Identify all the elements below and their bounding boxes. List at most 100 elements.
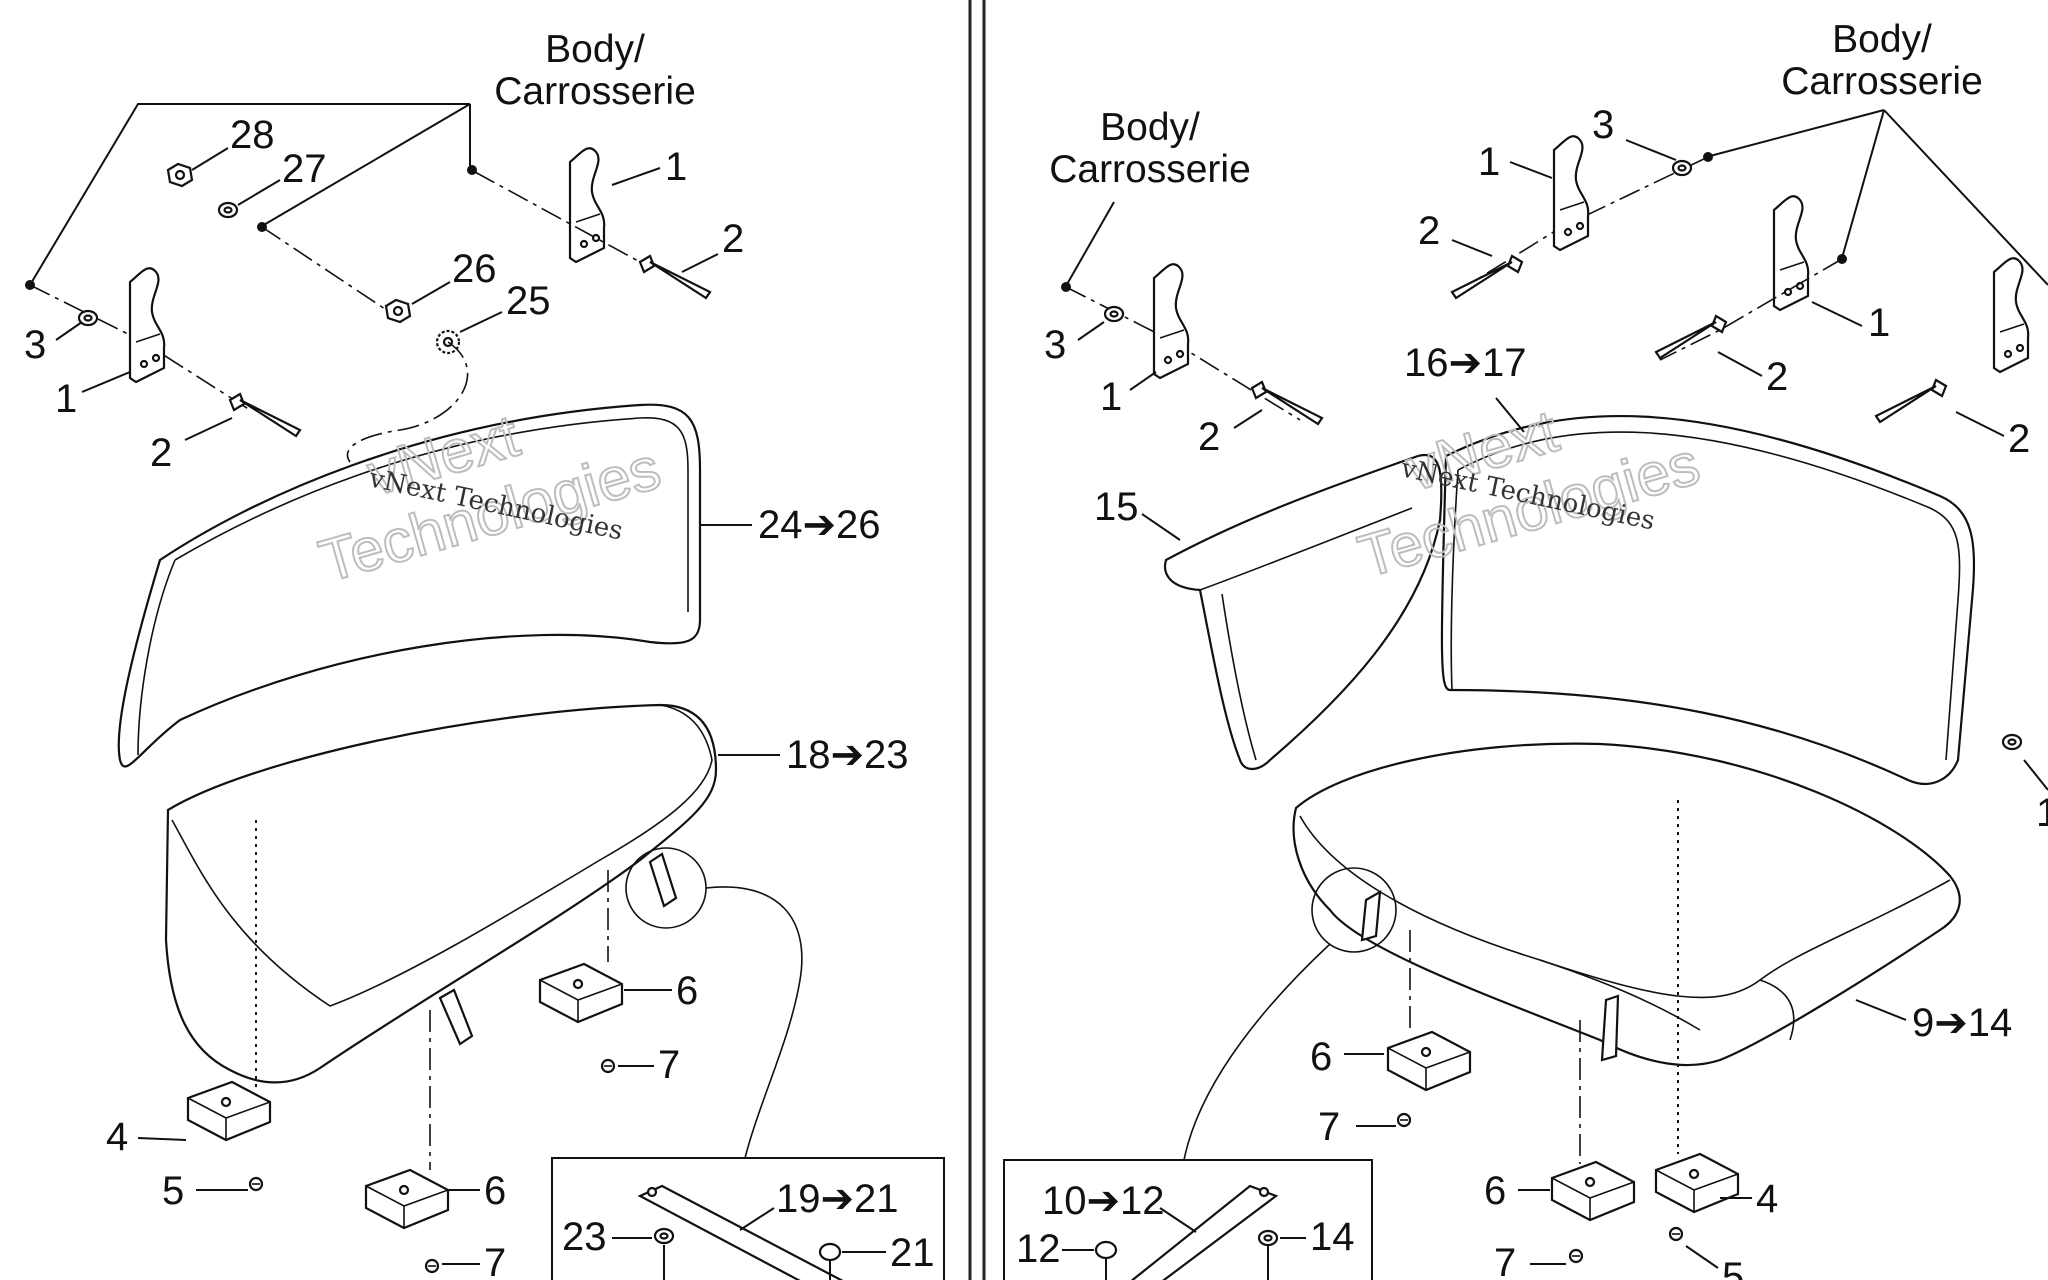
- callout-23: 23: [562, 1215, 607, 1259]
- bench-backrest: [1440, 414, 1976, 785]
- callout-28: 28: [230, 113, 275, 157]
- seat-tab: [1360, 889, 1382, 942]
- mounting-block: [186, 1080, 272, 1142]
- strap-detail: [637, 1184, 844, 1280]
- callout-12: 12: [1016, 1227, 1061, 1271]
- screw: [1874, 378, 1948, 424]
- callout-10-12: 10➔12: [1042, 1179, 1165, 1223]
- callout-6: 6: [1484, 1169, 1506, 1213]
- screw: [1568, 1248, 1584, 1264]
- mounting-block: [364, 1168, 450, 1230]
- callout-24-26: 24➔26: [758, 503, 881, 547]
- callout-3: 3: [1592, 103, 1614, 147]
- nut: [384, 298, 412, 324]
- mounting-bracket: [1552, 135, 1590, 252]
- mounting-bracket: [568, 147, 606, 264]
- detail-inset-box: [551, 1157, 945, 1280]
- callout-5: 5: [1722, 1255, 1744, 1280]
- callout-2: 2: [722, 217, 744, 261]
- callout-6: 6: [676, 969, 698, 1013]
- callout-3: 3: [24, 323, 46, 367]
- screw: [1396, 1112, 1412, 1128]
- side-armrest: [1163, 453, 1443, 771]
- callout-7: 7: [658, 1043, 680, 1087]
- callout-2: 2: [1198, 415, 1220, 459]
- callout-6: 6: [1310, 1035, 1332, 1079]
- screw: [424, 1258, 440, 1274]
- mounting-block: [538, 962, 624, 1024]
- callout-7: 7: [1318, 1105, 1340, 1149]
- backrest-cushion: [117, 403, 702, 768]
- strap-detail: [1130, 1184, 1279, 1280]
- seat-tab: [1600, 994, 1620, 1062]
- mounting-block: [1386, 1030, 1472, 1092]
- callout-9-14: 9➔14: [1912, 1001, 2012, 1045]
- callout-2: 2: [1766, 355, 1788, 399]
- callout-26: 26: [452, 247, 497, 291]
- seat-cushion: [164, 703, 718, 1084]
- right-panel: Body/ Carrosserie Body/ Carrosserie 3 1 …: [1003, 18, 2048, 1280]
- mounting-bracket: [1152, 263, 1190, 380]
- detail-circle: [1311, 867, 1397, 953]
- body-label: Body/: [1100, 106, 1200, 149]
- left-panel: Body/ Carrosserie 1 2 28 27: [24, 28, 945, 1280]
- body-label: Body/: [1832, 18, 1932, 61]
- callout-2: 2: [1418, 209, 1440, 253]
- body-label: Carrosserie: [1781, 60, 1983, 103]
- rivet: [818, 1242, 842, 1280]
- callout-25: 25: [506, 279, 551, 323]
- body-label: Carrosserie: [1049, 148, 1251, 191]
- callout-21: 21: [890, 1231, 935, 1275]
- callout-1: 1: [1100, 375, 1122, 419]
- leader-line: [261, 103, 471, 227]
- callout-15: 15: [1094, 485, 1139, 529]
- mounting-block: [1654, 1152, 1740, 1214]
- callout-5: 5: [162, 1169, 184, 1213]
- callout-1: 1: [55, 377, 77, 421]
- screw: [248, 1176, 264, 1192]
- callout-14: 14: [1310, 1215, 1355, 1259]
- washer: [1103, 305, 1125, 323]
- mounting-bracket: [1992, 257, 2030, 374]
- callout-2: 2: [2008, 417, 2030, 461]
- rivet: [1094, 1240, 1118, 1280]
- body-label: Carrosserie: [494, 70, 696, 113]
- callout-19-21: 19➔21: [776, 1177, 899, 1221]
- detail-inset-box: [1003, 1159, 1373, 1280]
- callout-1: 1: [1868, 301, 1890, 345]
- washer: [2001, 733, 2023, 751]
- callout-7: 7: [1494, 1241, 1516, 1280]
- mounting-bracket: [128, 267, 166, 384]
- callout-4: 4: [1756, 1177, 1778, 1221]
- callout-1: 1: [2036, 791, 2048, 835]
- washer: [217, 201, 239, 219]
- screw: [1668, 1226, 1684, 1242]
- mounting-block: [1550, 1160, 1636, 1222]
- callout-1: 1: [1478, 140, 1500, 184]
- callout-2: 2: [150, 431, 172, 475]
- bench-seat: [1292, 742, 1961, 1067]
- washer: [1671, 159, 1693, 177]
- washer: [653, 1227, 675, 1245]
- screw: [600, 1058, 616, 1074]
- callout-6: 6: [484, 1169, 506, 1213]
- nut: [166, 162, 194, 188]
- washer: [1257, 1229, 1279, 1247]
- leader-line: [29, 103, 470, 286]
- seat-tab: [438, 988, 474, 1046]
- callout-16-17: 16➔17: [1404, 341, 1527, 385]
- mounting-bracket: [1772, 195, 1810, 312]
- callout-7: 7: [484, 1241, 506, 1280]
- body-label: Body/: [545, 28, 645, 71]
- screw: [1450, 254, 1524, 300]
- seat-tab: [648, 852, 678, 908]
- screw: [1250, 380, 1324, 426]
- screw: [1654, 314, 1728, 360]
- callout-3: 3: [1044, 323, 1066, 367]
- callout-4: 4: [106, 1115, 128, 1159]
- callout-27: 27: [282, 147, 327, 191]
- callout-18-23: 18➔23: [786, 733, 909, 777]
- screw: [228, 392, 302, 438]
- callout-1: 1: [665, 145, 687, 189]
